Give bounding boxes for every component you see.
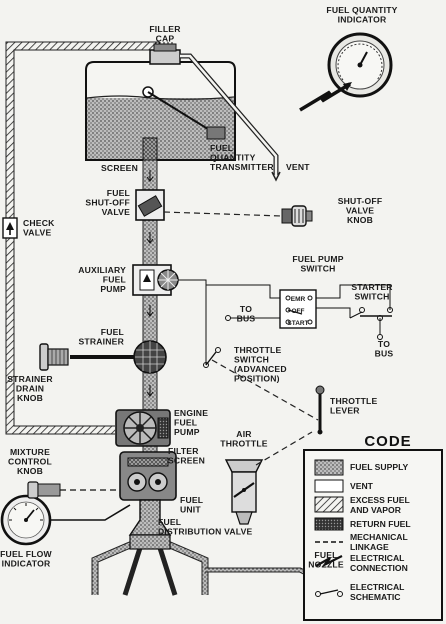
fuel-strainer: [133, 340, 167, 374]
to-bus-right-terminal: [377, 334, 383, 340]
shutoff-valve-linkage: [163, 211, 283, 217]
electrical-connection-symbol: [299, 82, 352, 112]
electrical-schematic-wiring: [178, 279, 391, 365]
fuel-flow-line: [50, 504, 131, 521]
check-valve: [2, 217, 18, 239]
engine-fuel-pump: [115, 409, 171, 447]
to-bus-left-terminal: [225, 315, 231, 321]
vent-line: [180, 53, 281, 182]
vent-label: VENT: [286, 162, 310, 172]
switch-off-label: OFF: [292, 308, 305, 315]
legend-vent-label: VENT: [350, 481, 374, 491]
starter-switch: [349, 307, 393, 321]
shutoff-valve-knob: [281, 205, 313, 227]
main-supply-line: [142, 139, 158, 466]
air-throttle: [224, 459, 264, 525]
screen-label: SCREEN: [101, 163, 138, 173]
fuel-distribution-valve: [91, 499, 322, 596]
strainer-drain-knob: [39, 343, 69, 371]
throttle-switch: [203, 347, 221, 368]
switch-start-label: START: [287, 320, 308, 327]
fuel-flow-gauge: [0, 494, 52, 546]
throttle-linkage: [211, 359, 319, 466]
fuel-unit: [119, 451, 177, 501]
code-title: CODE: [364, 433, 411, 450]
code-legend: [303, 449, 443, 621]
legend-fuel-supply-label: FUEL SUPPLY: [350, 462, 409, 472]
fuel-quantity-gauge: [327, 32, 393, 98]
throttle-lever: [315, 385, 325, 435]
screen: [142, 137, 158, 161]
mixture-control-knob: [27, 481, 120, 499]
fuel-pump-switch: [279, 289, 317, 329]
fuel-tank: [85, 61, 236, 161]
fuel-shutoff-valve: [135, 189, 165, 221]
legend-return-fuel-label: RETURN FUEL: [350, 519, 411, 529]
filler-cap: [149, 42, 181, 65]
auxiliary-fuel-pump: [132, 264, 179, 296]
switch-emr-label: EMR: [291, 296, 306, 303]
